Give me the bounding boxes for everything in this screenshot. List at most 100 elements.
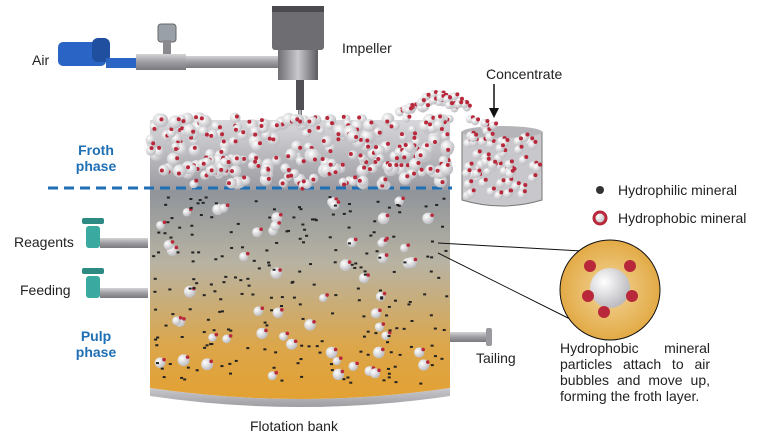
- hydrophobic-particle: [191, 129, 196, 134]
- hydrophilic-particle: [349, 381, 353, 384]
- hydrophilic-particle: [387, 206, 391, 209]
- hydrophilic-particle: [218, 310, 222, 313]
- air-label: Air: [32, 52, 50, 68]
- hydrophobic-particle: [426, 103, 431, 108]
- hydrophilic-particle: [189, 198, 193, 201]
- hydrophilic-particle: [251, 293, 255, 296]
- hydrophobic-particle: [334, 197, 339, 201]
- hydrophobic-particle: [295, 117, 300, 122]
- reagents-valve: [82, 218, 148, 248]
- hydrophilic-particle: [328, 196, 332, 199]
- hydrophilic-particle: [280, 296, 284, 299]
- hydrophobic-particle: [519, 144, 524, 149]
- hydrophobic-particle: [340, 369, 345, 374]
- hydrophobic-particle: [289, 173, 294, 178]
- hydrophobic-particle: [233, 139, 238, 144]
- hydrophobic-particle: [424, 120, 429, 125]
- hydrophilic-particle: [333, 261, 337, 264]
- hydrophilic-particle: [387, 305, 391, 308]
- froth-bubble: [198, 114, 212, 129]
- pulp-bubble: [400, 243, 409, 253]
- hydrophobic-particle: [274, 370, 279, 375]
- hydrophilic-particle: [154, 338, 158, 341]
- hydrophobic-particle: [241, 130, 246, 135]
- hydrophobic-particle: [185, 355, 190, 359]
- hydrophobic-particle: [522, 189, 527, 194]
- hydrophilic-particle: [394, 381, 398, 384]
- hydrophobic-particle: [523, 182, 528, 187]
- hydrophobic-particle: [383, 238, 388, 242]
- feeding-valve: [82, 268, 148, 298]
- hydrophobic-particle: [320, 156, 325, 161]
- hydrophilic-particle: [309, 263, 313, 266]
- hydrophobic-particle: [382, 291, 387, 296]
- hydrophilic-particle: [433, 327, 437, 330]
- hydrophilic-particle: [246, 277, 250, 280]
- hydrophobic-particle: [234, 114, 239, 119]
- hydrophilic-particle: [305, 234, 309, 237]
- froth-bubble: [158, 164, 170, 176]
- feeding-label: Feeding: [20, 282, 71, 298]
- hydrophobic-particle: [186, 165, 191, 170]
- hydrophilic-particle: [346, 376, 350, 379]
- hydrophilic-particle: [267, 261, 271, 264]
- hydrophobic-particle: [264, 328, 268, 333]
- legend-hydrophilic-icon: [596, 186, 604, 194]
- hydrophobic-particle: [389, 124, 394, 129]
- hydrophilic-particle: [246, 347, 250, 350]
- hydrophilic-particle: [297, 206, 301, 209]
- hydrophilic-particle: [442, 328, 446, 331]
- hydrophilic-particle: [334, 294, 338, 297]
- hydrophobic-particle: [271, 137, 276, 142]
- hydrophilic-particle: [190, 233, 194, 236]
- hydrophilic-particle: [272, 268, 276, 271]
- hydrophobic-particle: [301, 179, 306, 184]
- hydrophobic-particle: [508, 188, 513, 193]
- hydrophobic-particle: [312, 157, 317, 162]
- hydrophobic-particle: [412, 171, 417, 176]
- hydrophobic-particle: [293, 339, 298, 344]
- hydrophobic-particle: [217, 125, 222, 130]
- hydrophobic-particle: [274, 155, 279, 160]
- hydrophobic-particle: [336, 137, 341, 142]
- hydrophilic-particle: [219, 298, 223, 301]
- hydrophilic-particle: [169, 236, 173, 239]
- hydrophilic-particle: [263, 321, 267, 324]
- hydrophobic-particle: [362, 165, 367, 170]
- pulp-bubble: [319, 293, 328, 303]
- hydrophilic-particle: [292, 216, 296, 219]
- hydrophilic-particle: [171, 313, 175, 316]
- hydrophilic-particle: [298, 270, 302, 273]
- hydrophobic-particle: [209, 133, 214, 138]
- hydrophobic-particle: [399, 163, 404, 168]
- hydrophobic-particle: [201, 161, 206, 166]
- hydrophobic-particle: [219, 167, 224, 172]
- hydrophobic-particle: [259, 227, 263, 232]
- pulp-bubble: [208, 333, 217, 342]
- hydrophilic-particle: [272, 208, 276, 211]
- hydrophilic-particle: [214, 258, 218, 261]
- hydrophobic-particle: [421, 347, 425, 352]
- hydrophobic-particle: [341, 114, 346, 119]
- froth-bubble: [167, 152, 181, 166]
- zoom-detail: [559, 239, 661, 341]
- hydrophilic-particle: [410, 319, 414, 322]
- hydrophobic-particle: [524, 155, 529, 160]
- hydrophilic-particle: [386, 341, 390, 344]
- hydrophilic-particle: [359, 266, 363, 269]
- hydrophilic-particle: [372, 231, 376, 234]
- hydrophobic-particle: [278, 212, 283, 217]
- hydrophobic-particle: [449, 101, 454, 106]
- froth-bubble: [250, 139, 263, 152]
- hydrophilic-particle: [347, 226, 351, 229]
- hydrophobic-particle: [366, 144, 371, 149]
- hydrophobic-particle: [333, 170, 338, 175]
- hydrophilic-particle: [426, 255, 430, 258]
- hydrophobic-particle: [425, 360, 430, 364]
- pulp-bubble: [279, 332, 288, 341]
- hydrophobic-particle: [374, 145, 379, 150]
- hydrophilic-particle: [385, 314, 389, 317]
- hydrophilic-particle: [342, 212, 346, 215]
- pulp-bubble: [172, 316, 181, 326]
